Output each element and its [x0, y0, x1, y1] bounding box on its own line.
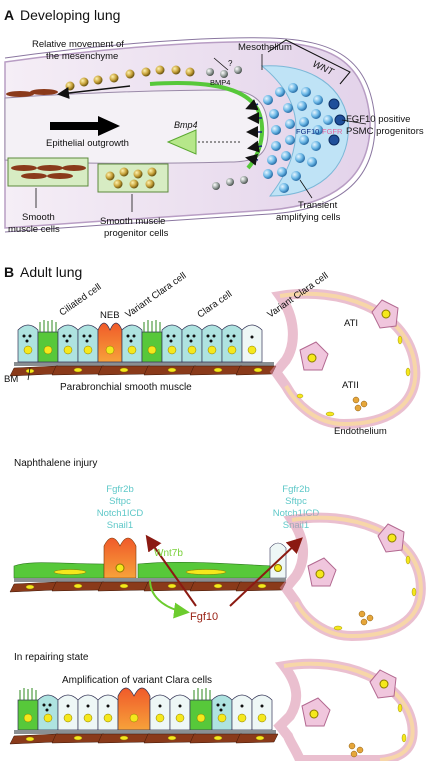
fgf10-signal-arrows — [245, 99, 263, 166]
label-sm-progenitor-2: progenitor cells — [104, 228, 169, 239]
label-neb: NEB — [100, 310, 120, 321]
distal-progenitor-zone — [260, 65, 349, 197]
marker-left-0: Fgfr2b — [106, 484, 133, 495]
marker-right-0: Fgfr2b — [282, 484, 309, 495]
label-ati: ATI — [344, 318, 358, 329]
epithelial-outgrowth-arrow — [50, 116, 120, 136]
bm-leader — [27, 367, 31, 381]
smooth-muscle-progenitors-upper — [65, 65, 195, 91]
panel-a-letter: A — [4, 7, 14, 23]
panel-b-letter: B — [4, 264, 14, 280]
panel-b-title: Adult lung — [20, 264, 82, 280]
marker-left-1: Sftpc — [109, 496, 131, 507]
label-fgf10-positive-2: PSMC progenitors — [346, 126, 424, 137]
label-fgf10-positive-1: FGF10 positive — [346, 114, 410, 125]
label-fgfr: FGFR — [322, 127, 343, 136]
marker-right-1: Sftpc — [285, 496, 307, 507]
marker-left-3: Snail1 — [107, 520, 133, 531]
label-wnt7b: Wnt7b — [154, 548, 183, 559]
bmp4-gradient-triangle — [166, 129, 197, 155]
smooth-muscle-upper — [6, 89, 58, 97]
label-transient-2: amplifying cells — [276, 212, 341, 223]
label-relative-movement-1: Relative movement of — [32, 39, 124, 50]
smooth-muscle-lower — [11, 165, 86, 179]
transient-amplifying-cells — [263, 83, 333, 193]
label-smooth-muscle-1: Smooth — [22, 212, 55, 223]
panel-a-title: Developing lung — [20, 7, 120, 23]
label-clara: Clara cell — [195, 289, 234, 321]
label-question: ? — [228, 59, 233, 68]
panel-a-leader-lines — [35, 54, 367, 212]
smooth-muscle-box — [7, 157, 89, 187]
label-atii: ATII — [342, 380, 359, 391]
adult-airway-row — [9, 288, 421, 430]
wnt7b-arrow — [149, 579, 190, 619]
label-repairing: In repairing state — [14, 652, 89, 663]
mesothelium-line — [4, 37, 376, 233]
label-mesothelium: Mesothelium — [238, 42, 292, 53]
repairing-airway-row — [9, 658, 418, 761]
label-bm: BM — [4, 374, 18, 385]
label-parabronchial: Parabronchial smooth muscle — [60, 382, 192, 393]
relative-movement-arrow — [57, 85, 131, 99]
label-bmp4-upper: BMP4 — [210, 78, 230, 87]
label-ciliated: Ciliated cell — [57, 282, 103, 319]
epithelial-tube — [4, 89, 269, 164]
smooth-muscle-progenitors-lower — [105, 167, 157, 189]
fgf10-arrow-left — [145, 534, 197, 607]
marker-left-2: Notch1ICD — [97, 508, 144, 519]
label-bmp4-lower: Bmp4 — [174, 120, 198, 130]
label-relative-movement-2: the mesenchyme — [46, 51, 118, 62]
wnt-bracket — [267, 39, 351, 85]
label-endothelium: Endothelium — [334, 426, 387, 437]
label-transient-1: Transient — [298, 200, 338, 211]
fgf10-arrow-right — [229, 537, 303, 607]
label-fgf10: FGF10 — [296, 127, 319, 136]
label-smooth-muscle-2: muscle cells — [8, 224, 60, 235]
label-sm-progenitor-1: Smooth muscle — [100, 216, 165, 227]
label-fgf10: Fgf10 — [190, 611, 218, 623]
label-epithelial-outgrowth: Epithelial outgrowth — [46, 138, 129, 149]
psmc-progenitors — [328, 98, 346, 146]
label-variant-clara-1: Variant Clara cell — [123, 270, 188, 320]
mesenchymal-cells — [206, 66, 248, 190]
injury-markers-left: Fgfr2b Sftpc Notch1ICD Snail1 — [97, 484, 144, 531]
label-amplification: Amplification of variant Clara cells — [62, 675, 212, 686]
label-naphthalene: Naphthalene injury — [14, 458, 97, 469]
marker-right-2: Notch1ICD — [273, 508, 320, 519]
